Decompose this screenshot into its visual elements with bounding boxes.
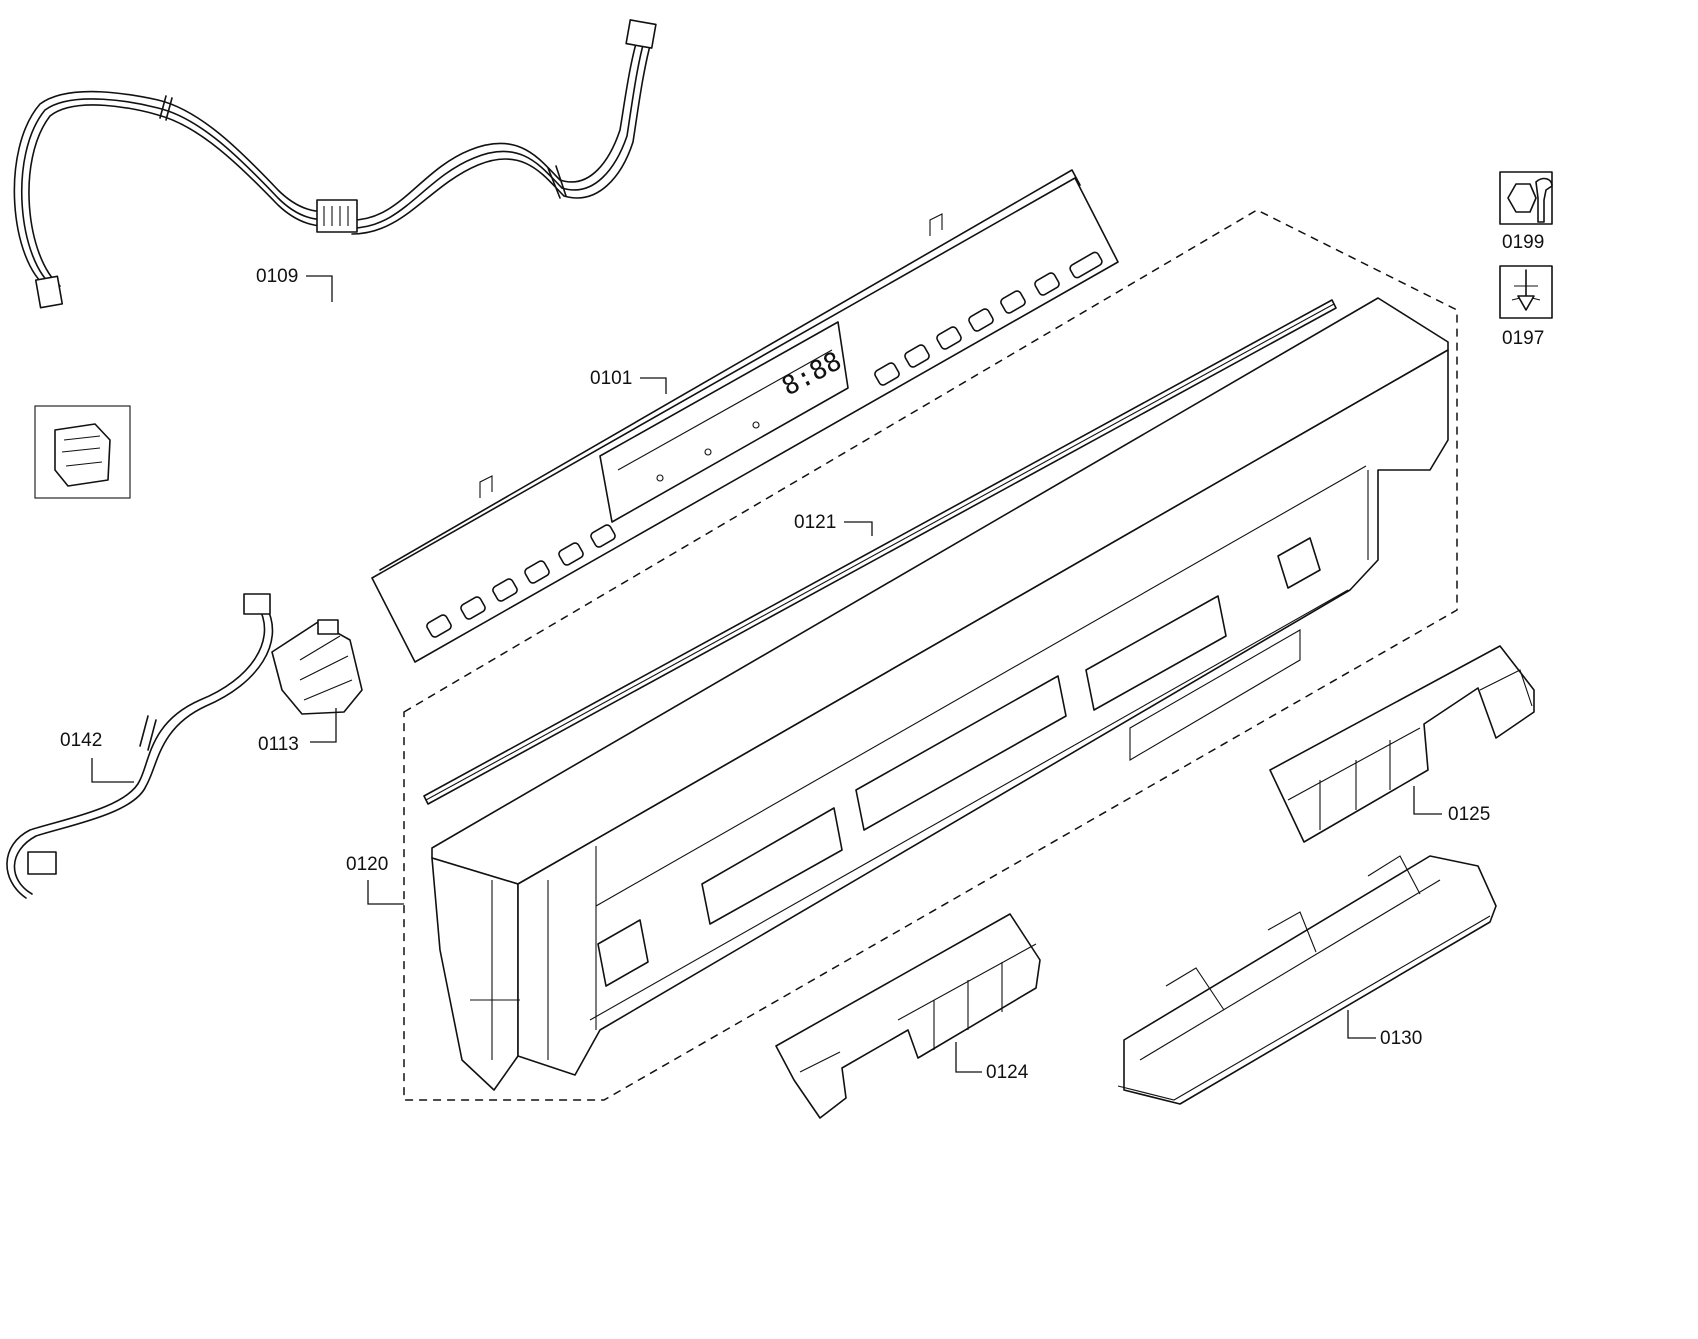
connector-inset-box: [34, 405, 131, 499]
front-window-right: [1085, 595, 1227, 711]
assembly-dashed-outline: [403, 209, 1458, 1101]
callout-0124: 0124: [986, 1062, 1029, 1083]
front-window-left: [701, 807, 843, 925]
exploded-parts-diagram: 8:88: [6, 19, 1553, 1119]
callout-0130: 0130: [1380, 1028, 1422, 1049]
callout-0109: 0109: [256, 266, 298, 287]
callout-leaders: [91, 275, 1442, 1073]
display-window: 8:88: [599, 321, 849, 523]
button-strip-0124: [775, 913, 1041, 1119]
tool-code-0199: 0199: [1502, 232, 1544, 253]
handle-0130: [1117, 855, 1497, 1105]
front-window-center: [855, 675, 1067, 831]
callout-0121: 0121: [794, 512, 836, 533]
nut-wrench-icon: [1499, 171, 1553, 225]
callout-0101: 0101: [590, 368, 632, 389]
wire-harness-0109: [13, 19, 657, 309]
panel-buttons-left: [426, 524, 616, 638]
console-housing-0120: [431, 297, 1449, 1091]
trim-strip-0121: [423, 299, 1337, 805]
callout-0113: 0113: [258, 734, 299, 755]
callout-0125: 0125: [1448, 804, 1490, 825]
cable-0142: [6, 593, 274, 899]
callout-0120: 0120: [346, 854, 388, 875]
control-panel-0101: 8:88: [371, 169, 1119, 663]
button-strip-0125: [1269, 645, 1535, 843]
door-switch-0113: [271, 619, 363, 715]
panel-buttons-right: [874, 251, 1103, 386]
screwdriver-icon: [1499, 265, 1553, 319]
tool-code-0197: 0197: [1502, 328, 1544, 349]
callout-0142: 0142: [60, 730, 102, 751]
